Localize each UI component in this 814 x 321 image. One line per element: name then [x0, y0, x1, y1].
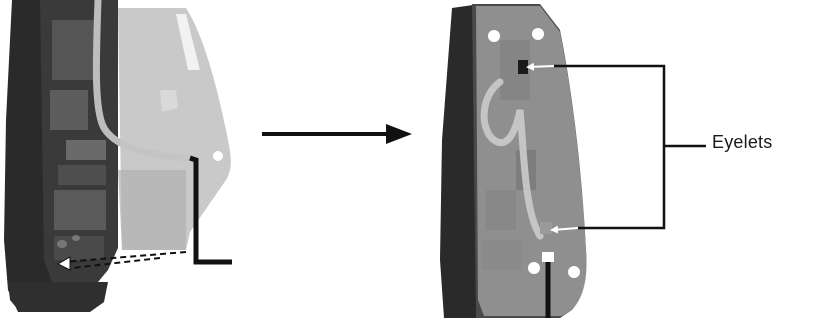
right-arrow-icon [262, 124, 412, 144]
component-block [58, 165, 106, 185]
mounting-hole [528, 262, 540, 274]
white-arrow-icon [528, 66, 554, 67]
eyelet-hole [57, 240, 67, 248]
cover-screw-hole [213, 151, 223, 161]
eyelet [540, 222, 552, 234]
charger-foot-left [8, 282, 108, 312]
component-block [66, 140, 106, 160]
mounting-hole [568, 266, 580, 278]
right-figure [440, 4, 586, 318]
mounting-hole [488, 30, 500, 42]
component-block [54, 190, 106, 230]
left-figure [4, 0, 232, 312]
eyelet-hole [72, 235, 80, 241]
cover-shading [118, 170, 186, 250]
component-block [52, 20, 94, 80]
cable-slot [542, 252, 554, 262]
mounting-hole [532, 28, 544, 40]
eyelets-label: Eyelets [712, 132, 772, 153]
component-block [50, 90, 88, 130]
eyelet [518, 60, 528, 74]
